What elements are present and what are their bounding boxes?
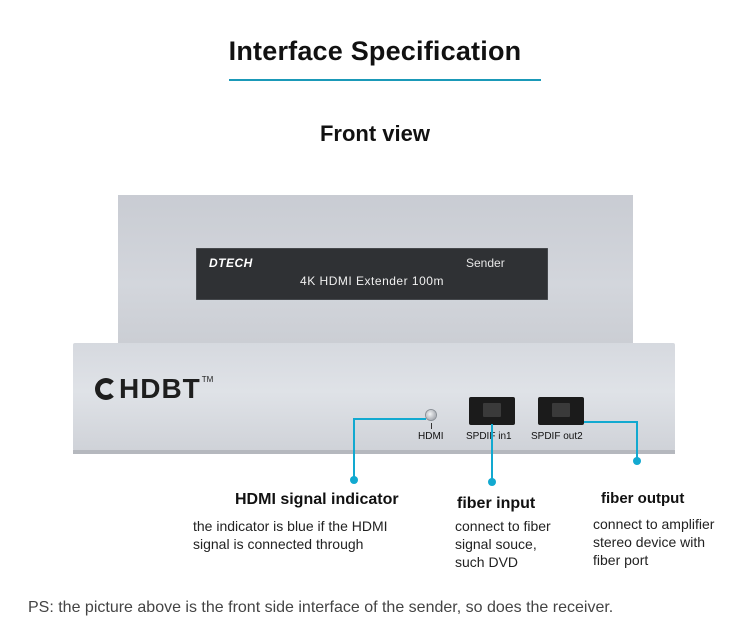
hdbt-logo-icon (95, 378, 117, 400)
fiber-input-desc-line2: signal souce, (455, 536, 537, 552)
hdbt-logo-text: HDBT (119, 373, 201, 404)
section-subtitle: Front view (319, 121, 430, 146)
callout-dot-hdmi (350, 476, 358, 484)
fiber-output-desc-line3: fiber port (593, 552, 649, 568)
hdmi-led-indicator (426, 410, 436, 420)
hdmi-led-tick (431, 423, 432, 429)
fiber-input-desc-line3: such DVD (455, 554, 519, 570)
fiber-output-desc-line1: connect to amplifier (593, 516, 715, 532)
fiber-input-desc-line1: connect to fiber (455, 518, 551, 534)
device-model: 4K HDMI Extender 100m (300, 274, 444, 288)
title-underline (229, 79, 541, 81)
spdif-out-label: SPDIF out2 (531, 431, 583, 442)
page-title: Interface Specification (228, 36, 522, 66)
callout-line-hdmi-horizontal (354, 418, 426, 420)
device-role: Sender (466, 256, 505, 270)
hdmi-indicator-desc-line1: the indicator is blue if the HDMI (193, 518, 388, 534)
hdmi-indicator-heading: HDMI signal indicator (235, 491, 399, 508)
spdif-in-port (469, 397, 515, 425)
footnote: PS: the picture above is the front side … (28, 599, 614, 616)
spdif-in-label: SPDIF in1 (466, 431, 512, 442)
hdmi-indicator-desc-line2: signal is connected through (193, 536, 364, 552)
fiber-output-desc-line2: stereo device with (593, 534, 706, 550)
callout-dot-fiber-out (633, 457, 641, 465)
fiber-input-heading: fiber input (457, 495, 536, 512)
fiber-output-heading: fiber output (601, 490, 685, 507)
hdmi-led-label: HDMI (418, 431, 444, 442)
brand-logo: DTECH (209, 256, 253, 270)
spdif-out-port (538, 397, 584, 425)
device-bottom-edge (73, 450, 675, 454)
callout-dot-fiber-in (488, 478, 496, 486)
callout-line-fiber-out-vertical (636, 421, 638, 461)
hdbt-logo-tm: TM (201, 374, 214, 384)
callout-line-hdmi-vertical (353, 418, 355, 480)
hdbt-logo: HDBT TM (95, 372, 213, 406)
callout-line-fiber-out-horizontal (584, 421, 638, 423)
callout-line-fiber-in (491, 424, 493, 480)
device-label-panel (196, 248, 548, 300)
